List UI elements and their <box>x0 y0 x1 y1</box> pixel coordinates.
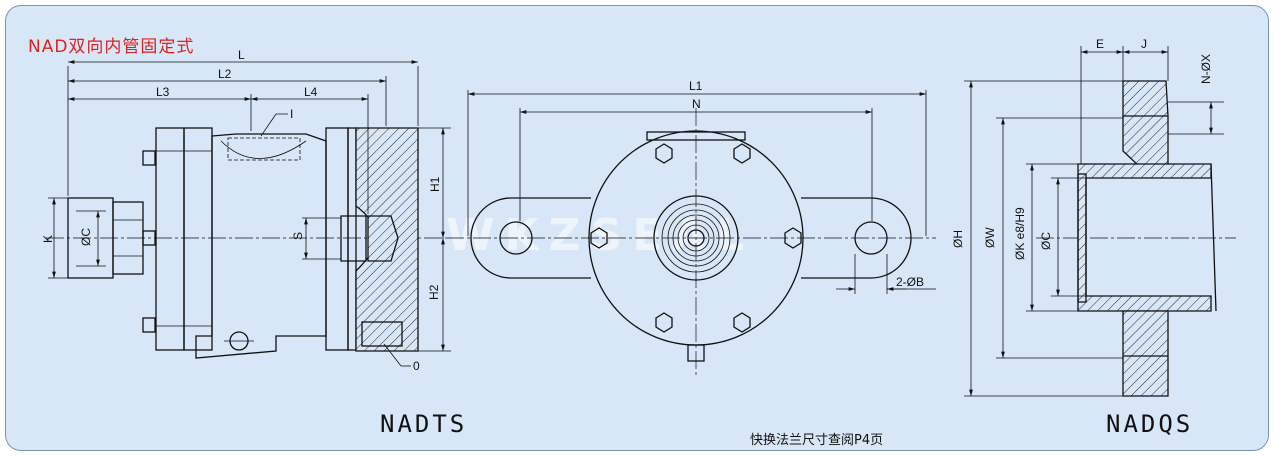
dim-l3: L3 <box>156 85 170 99</box>
dim-k: K <box>41 235 55 243</box>
dim-w: ØW <box>983 227 997 248</box>
dim-c-right: ØC <box>1039 232 1053 250</box>
dim-nx: N-ØX <box>1199 54 1213 84</box>
drawing-frame: NAD双向内管固定式 WKZSEAL <box>5 5 1269 451</box>
front-view: L1 N 2-ØB <box>446 79 936 376</box>
dim-b: 2-ØB <box>896 275 924 289</box>
dim-s: S <box>291 232 305 240</box>
dim-h1: H1 <box>428 176 442 192</box>
view-label-nadqs: NADQS <box>1106 410 1194 438</box>
dim-j: J <box>1141 37 1147 51</box>
dim-l: L <box>238 48 245 62</box>
section-view-nadqs: E J N-ØX ØH ØW ØK e8/H9 <box>951 37 1236 397</box>
dim-l1: L1 <box>689 79 703 93</box>
dim-n: N <box>692 97 701 111</box>
dim-l4: L4 <box>304 85 318 99</box>
drawing-title: NAD双向内管固定式 <box>28 37 195 57</box>
footer-note: 快换法兰尺寸查阅P4页 <box>750 433 884 448</box>
dim-c-left: ØC <box>79 228 93 246</box>
dim-k-fit: ØK e8/H9 <box>1013 207 1027 260</box>
dim-i: I <box>290 107 293 121</box>
view-label-nadts: NADTS <box>380 410 468 438</box>
watermark: WKZSEAL <box>446 210 755 261</box>
technical-drawing: L L2 L3 L4 I 0 K ØC S <box>41 37 1236 397</box>
dim-o: 0 <box>413 359 420 373</box>
dim-l2: L2 <box>218 67 232 81</box>
dim-h2: H2 <box>427 284 441 300</box>
side-view-nadts: L L2 L3 L4 I 0 K ØC S <box>41 48 451 373</box>
dim-h: ØH <box>951 230 965 248</box>
dim-e: E <box>1096 37 1104 51</box>
